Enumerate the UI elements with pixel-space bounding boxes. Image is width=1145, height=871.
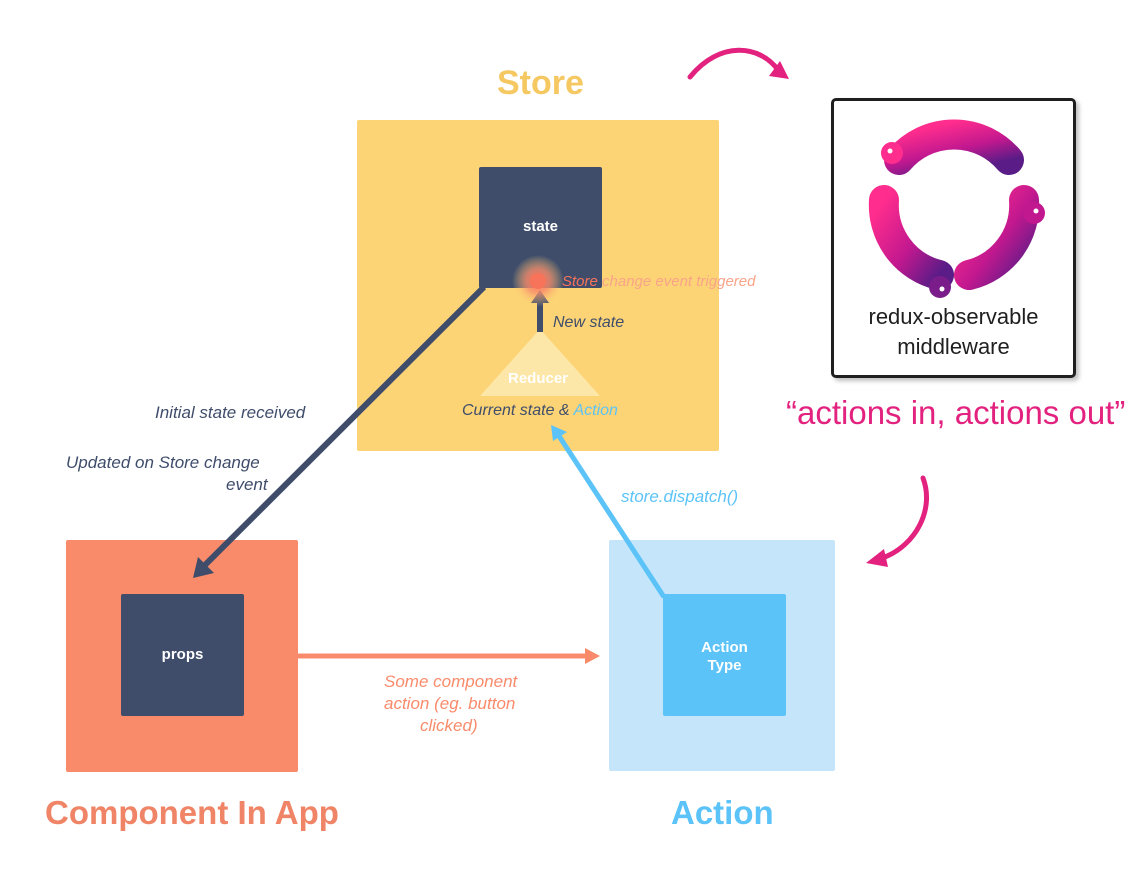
dispatch-label: store.dispatch() xyxy=(621,487,739,506)
store-change-label: Store change event triggered xyxy=(562,273,755,290)
current-state-label: Current state & Action xyxy=(462,402,618,420)
middleware-name-line2: middleware xyxy=(897,334,1010,359)
dispatch-arrowhead xyxy=(551,425,567,441)
dispatch-arrow xyxy=(556,434,667,599)
component-action-line2: action (eg. button xyxy=(384,694,516,713)
props-to-action-arrowhead xyxy=(585,648,600,664)
middleware-out-arrowhead xyxy=(866,549,888,567)
store-change-rest: change event triggered xyxy=(597,273,756,290)
store-change-prefix: Store xyxy=(562,273,598,290)
action-type-box: Action Type xyxy=(663,594,786,716)
updated-label-line2: event xyxy=(226,475,268,494)
new-state-label: New state xyxy=(553,314,625,331)
updated-label-line1: Updated on Store change xyxy=(66,453,260,472)
props-label: props xyxy=(161,646,204,663)
state-to-props-arrowhead xyxy=(193,557,214,578)
initial-state-label: Initial state received xyxy=(155,403,306,422)
redux-observable-birds-logo xyxy=(868,119,1045,298)
props-box: props xyxy=(121,594,244,716)
middleware-out-arrow xyxy=(882,475,930,560)
action-title: Action xyxy=(671,794,774,831)
middleware-in-arrow xyxy=(687,47,781,80)
component-title: Component In App xyxy=(45,794,339,831)
current-state-action: Action xyxy=(573,402,618,419)
component-action-line1: Some component xyxy=(384,672,518,691)
middleware-name-line1: redux-observable xyxy=(868,304,1039,329)
component-action-line3: clicked) xyxy=(420,716,478,735)
state-label: state xyxy=(522,218,559,235)
middleware-tagline: “actions in, actions out” xyxy=(786,394,1126,431)
reducer-label: Reducer xyxy=(508,370,569,387)
state-to-props-arrow xyxy=(199,284,487,571)
middleware-in-arrowhead xyxy=(769,61,789,79)
middleware-card: redux-observable middleware xyxy=(831,98,1076,378)
store-title: Store xyxy=(497,64,584,102)
current-state-prefix: Current state & xyxy=(462,402,574,419)
reducer-triangle xyxy=(480,329,600,396)
action-type-line2: Type xyxy=(707,657,742,674)
action-type-line1: Action xyxy=(701,639,748,656)
